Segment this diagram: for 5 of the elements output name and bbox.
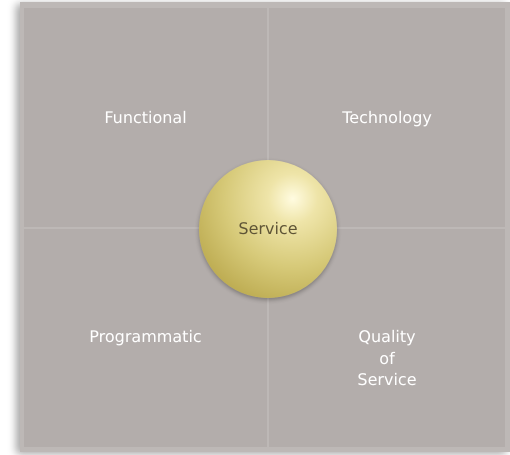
quadrant-label: Quality of Service — [356, 326, 418, 391]
quadrant-label: Programmatic — [89, 326, 202, 348]
center-label: Service — [238, 218, 298, 240]
quadrant-label: Technology — [342, 107, 432, 129]
quadrant-label: Functional — [104, 107, 187, 129]
